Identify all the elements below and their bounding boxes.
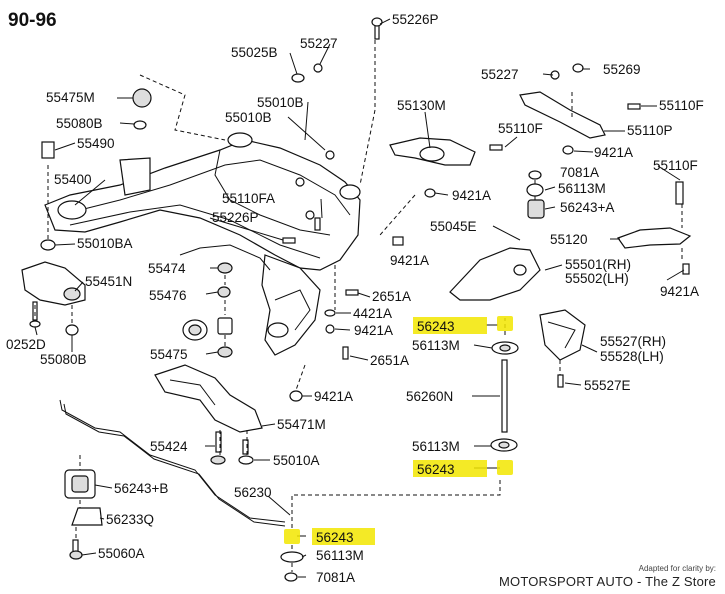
label-55527RH: 55527(RH) — [600, 334, 666, 349]
label-55010A: 55010A — [273, 453, 320, 468]
label-2651A-b: 2651A — [370, 353, 409, 368]
label-55080B-a: 55080B — [56, 116, 103, 131]
label-0252D: 0252D — [6, 337, 46, 352]
label-55528LH: 55528(LH) — [600, 349, 664, 364]
label-55502LH: 55502(LH) — [565, 271, 629, 286]
label-55501RH: 55501(RH) — [565, 257, 631, 272]
diff-mount-bracket — [154, 364, 263, 433]
label-55476: 55476 — [149, 288, 187, 303]
label-56113M-a: 56113M — [558, 181, 606, 196]
label-4421A: 4421A — [353, 306, 392, 321]
label-55226P-top: 55226P — [392, 12, 439, 27]
label-56230: 56230 — [234, 485, 272, 500]
label-56243A: 56243+A — [560, 200, 614, 215]
label-55010B-b: 55010B — [225, 110, 272, 125]
label-55490: 55490 — [77, 136, 115, 151]
label-55110F-c: 55110F — [653, 158, 698, 173]
label-56243-highlight-3: 56243 — [316, 530, 354, 545]
part-labels: 55226P 55025B 55227 55227 55269 55475M 5… — [6, 12, 704, 585]
label-9421A-e: 9421A — [354, 323, 393, 338]
credit-brand: MOTORSPORT AUTO - The Z Store — [499, 574, 716, 589]
subframe-illustration — [44, 132, 361, 356]
label-55400: 55400 — [54, 172, 92, 187]
label-55527E: 55527E — [584, 378, 631, 393]
label-9421A-d: 9421A — [660, 284, 699, 299]
left-parts — [21, 88, 303, 465]
credit-caption: Adapted for clarity by: — [639, 564, 716, 573]
label-56243B: 56243+B — [114, 481, 168, 496]
label-56243-highlight-1: 56243 — [417, 319, 455, 334]
leader-lines — [34, 18, 685, 578]
label-55475: 55475 — [150, 347, 188, 362]
label-56233Q: 56233Q — [106, 512, 154, 527]
label-55110F-b: 55110F — [498, 121, 543, 136]
hardware-fasteners — [282, 17, 641, 360]
label-55010B-a: 55010B — [257, 95, 304, 110]
label-55424: 55424 — [150, 439, 188, 454]
label-55451N: 55451N — [85, 274, 132, 289]
label-55269: 55269 — [603, 62, 641, 77]
label-56260N: 56260N — [406, 389, 453, 404]
stabilizer-bar — [59, 399, 286, 560]
label-9421A-a: 9421A — [594, 145, 633, 160]
label-55227-a: 55227 — [300, 36, 338, 51]
label-55227-b: 55227 — [481, 67, 519, 82]
label-55045E: 55045E — [430, 219, 477, 234]
label-55471M: 55471M — [277, 417, 326, 432]
label-2651A-a: 2651A — [372, 289, 411, 304]
label-56243-highlight-2: 56243 — [417, 462, 455, 477]
label-7081A-a: 7081A — [560, 165, 599, 180]
label-55010BA: 55010BA — [77, 236, 133, 251]
label-56113M-c: 56113M — [412, 439, 460, 454]
label-55110P: 55110P — [627, 123, 673, 138]
label-55080B-b: 55080B — [40, 352, 87, 367]
label-55474: 55474 — [148, 261, 186, 276]
label-7081A-b: 7081A — [316, 570, 355, 585]
label-55226P-b: 55226P — [212, 210, 259, 225]
label-55025B: 55025B — [231, 45, 278, 60]
label-55475M: 55475M — [46, 90, 95, 105]
label-55060A: 55060A — [98, 546, 145, 561]
label-55130M: 55130M — [397, 98, 446, 113]
label-56113M-b: 56113M — [412, 338, 460, 353]
dashed-assembly-lines — [34, 40, 683, 572]
highlights — [284, 316, 513, 545]
diagram-title: 90-96 — [8, 10, 57, 31]
label-9421A-c: 9421A — [390, 253, 429, 268]
label-9421A-b: 9421A — [452, 188, 491, 203]
upper-control-arm — [389, 91, 692, 275]
label-55110FA: 55110FA — [222, 191, 275, 206]
lower-control-arm — [392, 145, 586, 388]
label-9421A-f: 9421A — [314, 389, 353, 404]
label-55120: 55120 — [550, 232, 588, 247]
stabilizer-link-parts — [280, 341, 519, 582]
label-56113M-d: 56113M — [316, 548, 364, 563]
label-55110F-a: 55110F — [659, 98, 704, 113]
